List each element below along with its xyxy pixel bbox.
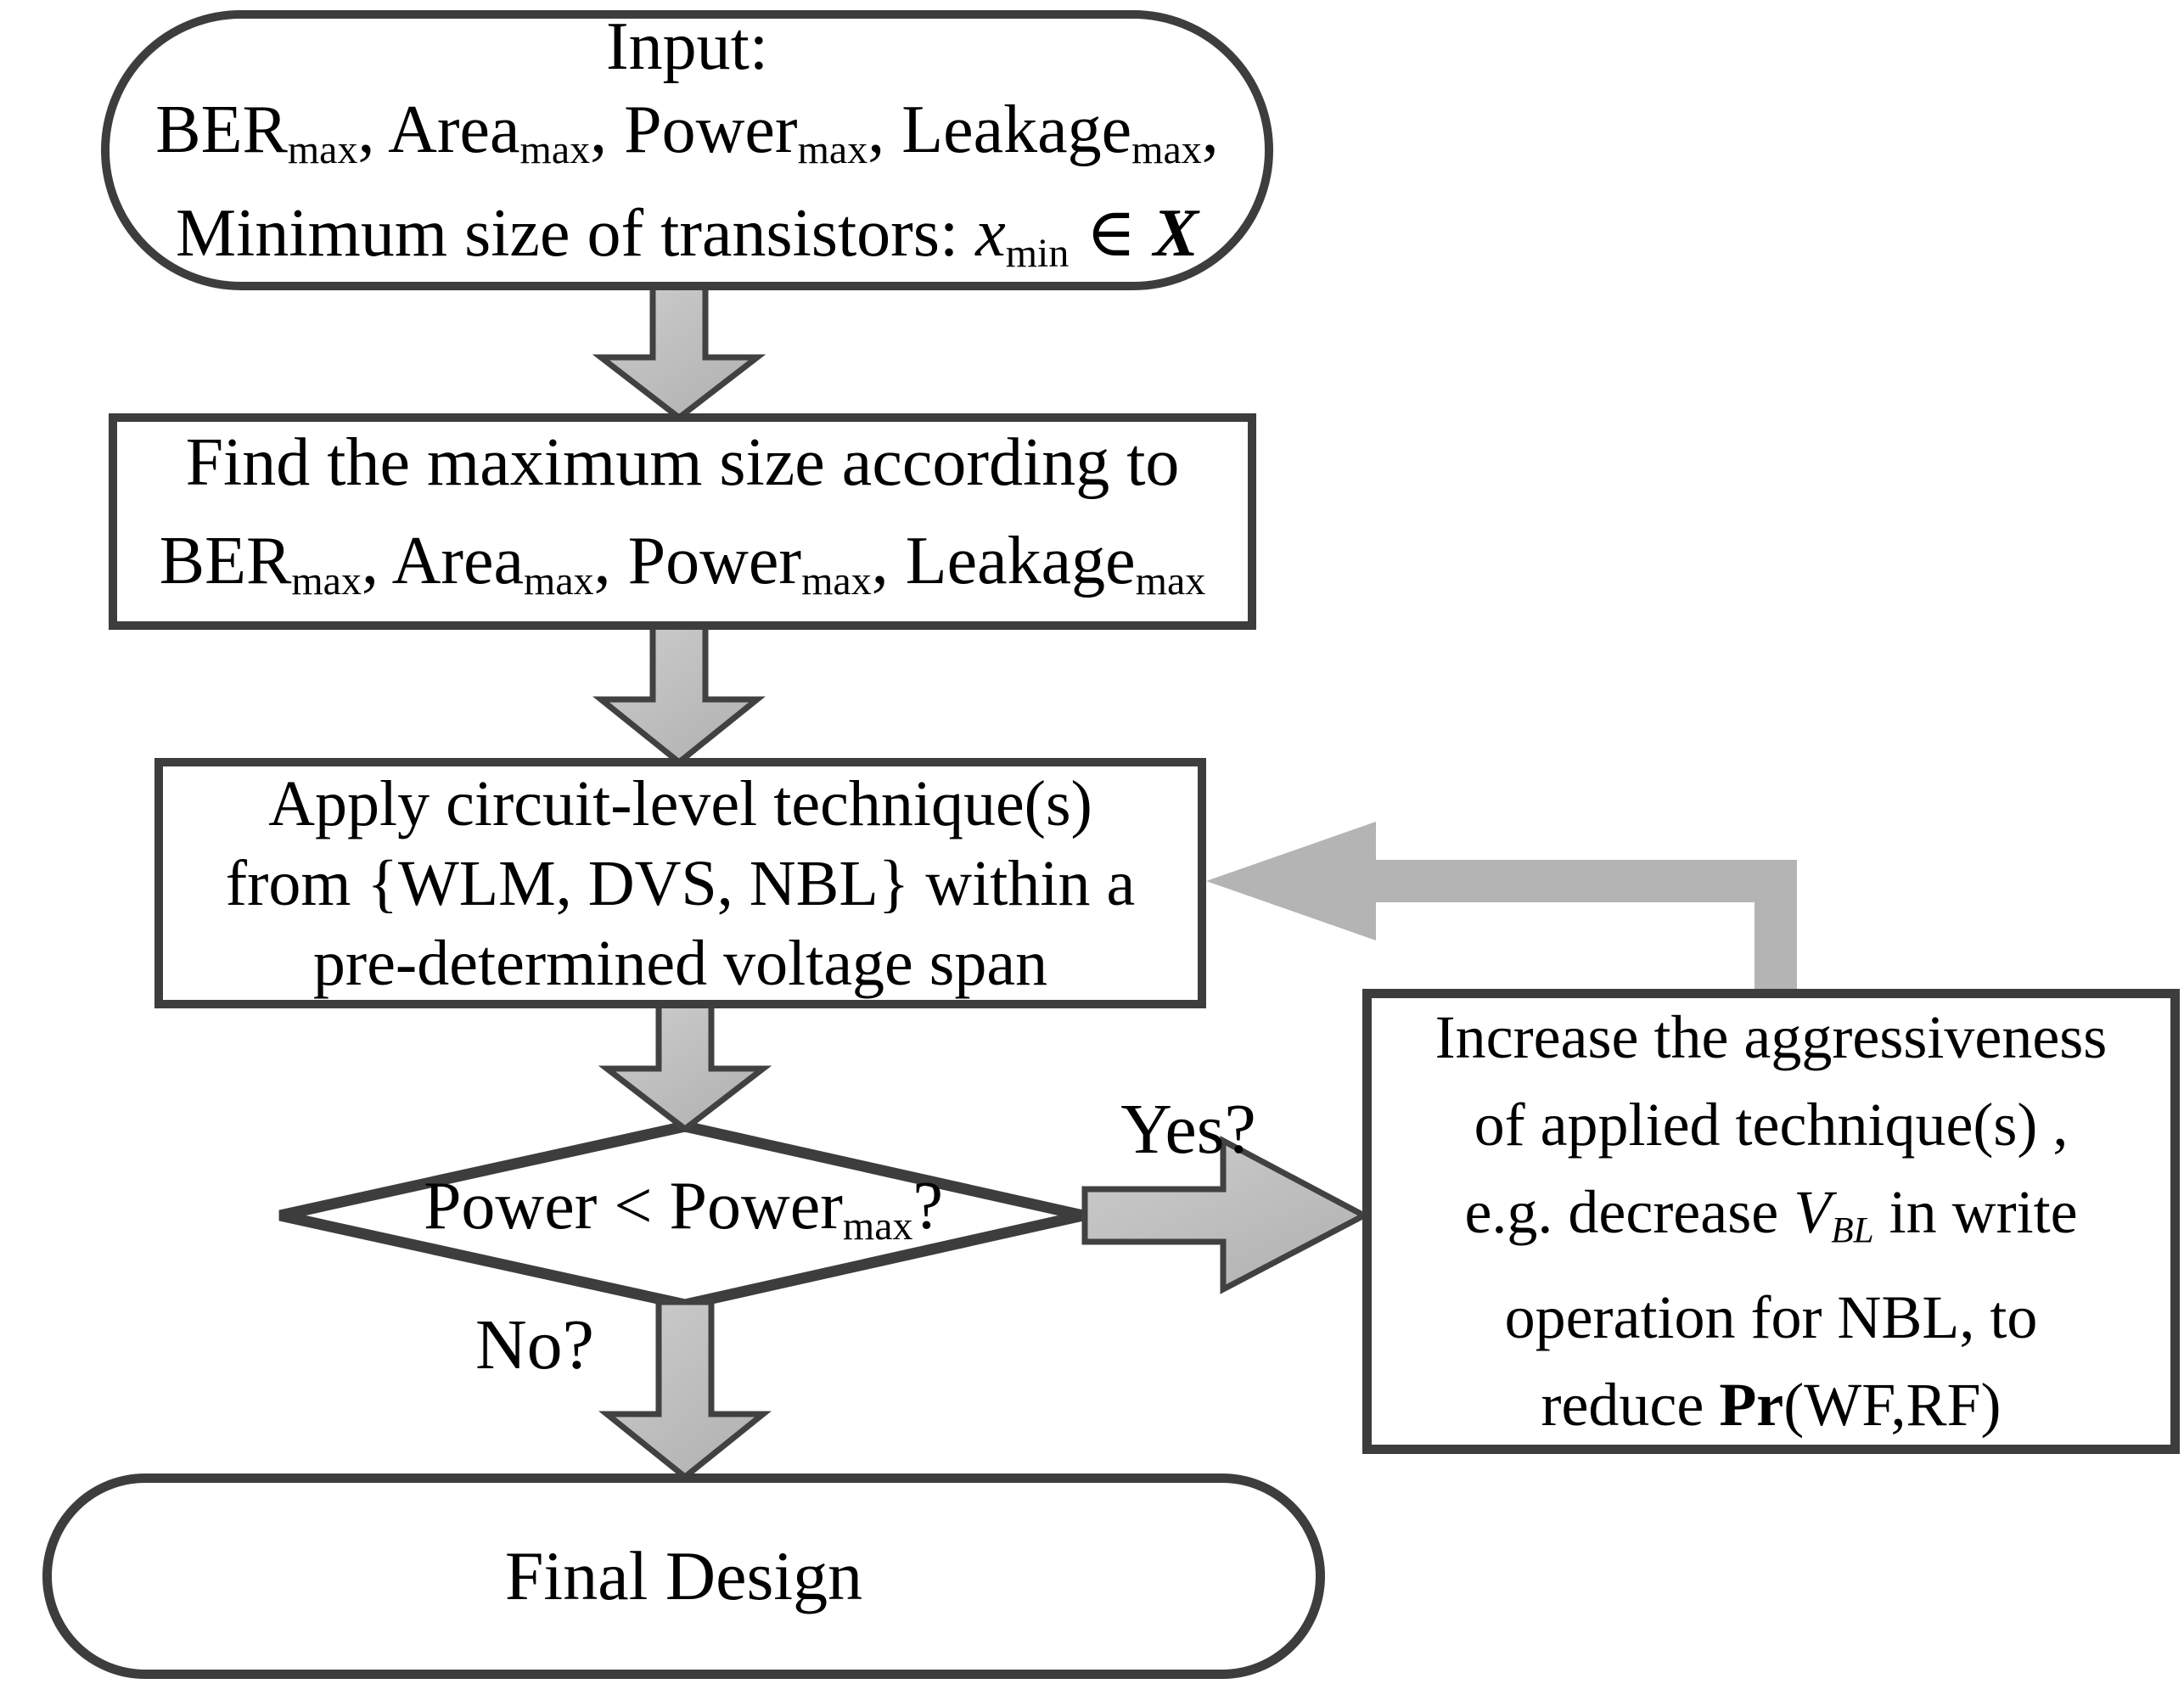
text-line: Power < Powermax?	[423, 1169, 944, 1249]
arrow-input-to-findmax	[592, 282, 766, 422]
text-line: e.g. decrease VBL in write	[1464, 1177, 2078, 1251]
feedback-arrow-increase-to-apply	[1206, 822, 1797, 990]
node-find-maximum-size: Find the maximum size according to BERmax…	[109, 413, 1256, 630]
edge-label-yes: Yes?	[1120, 1090, 1256, 1169]
arrow-findmax-to-apply	[592, 622, 766, 766]
text-line: Final Design	[504, 1537, 863, 1614]
text-line: Find the maximum size according to	[185, 424, 1180, 500]
text-line: from {WLM, DVS, NBL} within a	[225, 847, 1136, 919]
arrow-decision-to-final	[598, 1299, 772, 1481]
node-input: Input: BERmax, Areamax, Powermax, Leakage…	[101, 9, 1273, 290]
arrow-apply-to-decision	[598, 1001, 772, 1133]
arrow-decision-to-increase	[1081, 1136, 1371, 1294]
text-line: BERmax, Areamax, Powermax, Leakagemax	[159, 523, 1206, 603]
edge-label-no: No?	[475, 1305, 594, 1384]
text-line: Apply circuit-level technique(s)	[268, 767, 1092, 839]
node-decision-power: Power < Powermax?	[284, 1169, 1082, 1264]
text-line: BERmax, Areamax, Powermax, Leakagemax,	[155, 93, 1219, 172]
text-line: operation for NBL, to	[1504, 1283, 2038, 1352]
text-line: Minimum size of transistors: xmin ∈ X	[176, 196, 1199, 276]
text-line: pre-determined voltage span	[312, 927, 1048, 999]
node-increase-aggressiveness: Increase the aggressiveness of applied te…	[1362, 989, 2180, 1454]
text-line: reduce Pr(WF,RF)	[1541, 1371, 2002, 1440]
text-line: Input:	[605, 9, 769, 85]
node-final-design: Final Design	[42, 1474, 1325, 1679]
node-apply-circuit-technique: Apply circuit-level technique(s) from {WL…	[154, 758, 1206, 1008]
text-line: Increase the aggressiveness	[1434, 1002, 2108, 1071]
text-line: of applied technique(s) ,	[1474, 1090, 2069, 1159]
